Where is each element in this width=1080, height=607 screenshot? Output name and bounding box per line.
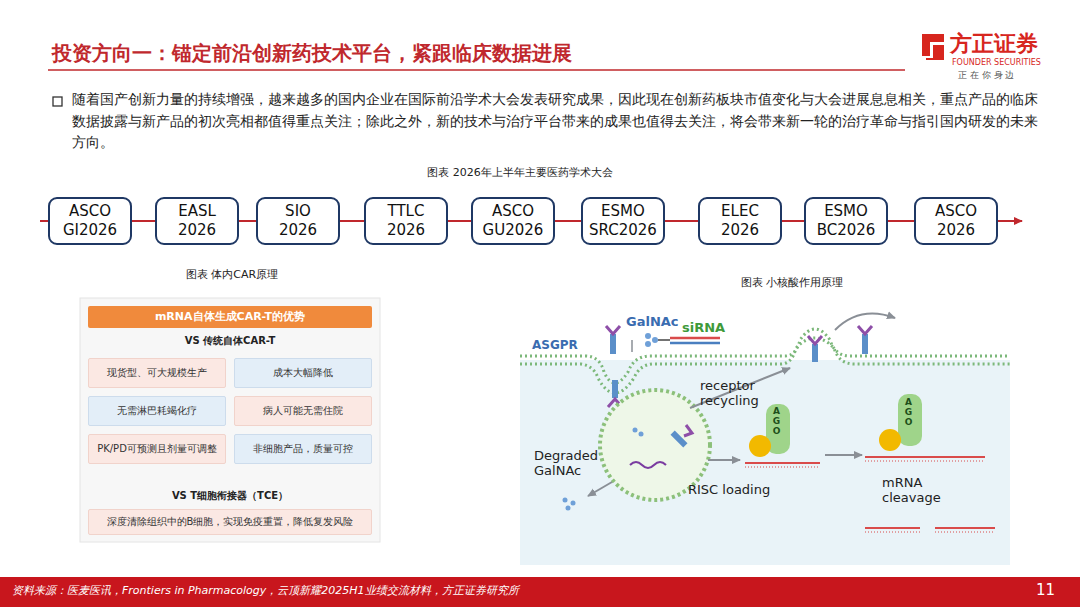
receptor-label: ASGPR xyxy=(532,338,578,354)
section-heading: VS T细胞衔接器（TCE） xyxy=(172,489,288,502)
advantage-cell: PK/PD可预测且剂量可调整 xyxy=(88,434,226,464)
conference-box: ASCO GU2026 xyxy=(471,197,555,245)
advantage-cell: 病人可能无需住院 xyxy=(234,396,372,426)
advantage-cell: 现货型、可大规模生产 xyxy=(88,358,226,388)
node-text: 现货型、可大规模生产 xyxy=(107,367,207,380)
source-note: 资料来源：医麦医讯，Frontiers in Pharmacology，云顶新耀… xyxy=(12,584,519,598)
conference-box: ESMO SRC2026 xyxy=(581,197,665,245)
logo-text: 方正证券 xyxy=(950,30,1038,59)
node-text: ESMO SRC2026 xyxy=(589,202,657,241)
timeline-arrow xyxy=(998,220,1022,222)
molecule-label: siRNA xyxy=(682,320,725,337)
node-text: ESMO BC2026 xyxy=(817,202,876,241)
advantage-cell: 深度清除组织中的B细胞，实现免疫重置，降低复发风险 xyxy=(88,509,372,535)
timeline-connector xyxy=(132,220,155,222)
process-label: RISC loading xyxy=(688,482,770,499)
figure-panel xyxy=(80,298,380,542)
node-text: TTLC 2026 xyxy=(387,202,425,241)
advantage-cell: 非细胞产品，质量可控 xyxy=(234,434,372,464)
node-text: mRNA自体生成CAR-T的优势 xyxy=(155,310,305,324)
page-title: 投资方向一：锚定前沿创新药技术平台，紧跟临床数据进展 xyxy=(52,40,572,66)
timeline-connector xyxy=(665,220,698,222)
process-label: Degraded GalNAc xyxy=(534,449,614,479)
conference-box: ESMO BC2026 xyxy=(804,197,888,245)
node-text: ASCO 2026 xyxy=(935,202,977,241)
molecule-label: GalNAc xyxy=(626,314,679,331)
sirna-illustration xyxy=(520,314,1010,565)
process-label: mRNA cleavage xyxy=(882,476,962,506)
node-text: ASCO GU2026 xyxy=(483,202,544,241)
timeline-connector xyxy=(888,220,914,222)
page-number: 11 xyxy=(1036,581,1055,601)
logo-subtitle: FOUNDER SECURITIES xyxy=(952,58,1041,68)
bullet-square xyxy=(53,97,62,106)
node-text: PK/PD可预测且剂量可调整 xyxy=(97,443,217,456)
conference-box: SIO 2026 xyxy=(256,197,340,245)
node-text: ASCO GI2026 xyxy=(63,202,117,241)
header-bar: mRNA自体生成CAR-T的优势 xyxy=(88,306,372,328)
section-heading: VS 传统自体CAR-T xyxy=(185,334,276,347)
timeline-connector xyxy=(448,220,471,222)
advantage-cell: 成本大幅降低 xyxy=(234,358,372,388)
timeline-line xyxy=(40,220,48,222)
protein-label: AGO xyxy=(904,398,913,428)
figure-caption: 图表 2026年上半年主要医药学术大会 xyxy=(427,166,613,180)
node-text: 病人可能无需住院 xyxy=(263,405,343,418)
node-text: ELEC 2026 xyxy=(721,202,759,241)
advantage-cell: 无需淋巴耗竭化疗 xyxy=(88,396,226,426)
process-label: receptor recycling xyxy=(700,379,782,409)
conference-box: EASL 2026 xyxy=(155,197,239,245)
timeline-connector xyxy=(239,220,256,222)
timeline-connector xyxy=(555,220,581,222)
footer-band xyxy=(0,577,1080,607)
figure-caption: 图表 体内CAR原理 xyxy=(186,268,278,282)
logo-slogan: 正 在 你 身 边 xyxy=(958,70,1014,82)
node-text: 非细胞产品，质量可控 xyxy=(253,443,353,456)
node-text: EASL 2026 xyxy=(178,202,216,241)
logo-icon xyxy=(922,34,944,60)
conference-box: ASCO GI2026 xyxy=(48,197,132,245)
conference-box: ELEC 2026 xyxy=(698,197,782,245)
title-rule xyxy=(48,69,905,71)
timeline-connector xyxy=(782,220,804,222)
protein-label: AGO xyxy=(772,407,781,437)
conference-box: TTLC 2026 xyxy=(364,197,448,245)
node-text: 无需淋巴耗竭化疗 xyxy=(117,405,197,418)
node-text: SIO 2026 xyxy=(279,202,317,241)
timeline-connector xyxy=(340,220,364,222)
conference-box: ASCO 2026 xyxy=(914,197,998,245)
bullet-paragraph: 随着国产创新力量的持续增强，越来越多的国内企业在国际前沿学术大会发表研究成果，因… xyxy=(72,89,1047,154)
node-text: 成本大幅降低 xyxy=(273,367,333,380)
figure-caption: 图表 小核酸作用原理 xyxy=(741,276,844,290)
node-text: 深度清除组织中的B细胞，实现免疫重置，降低复发风险 xyxy=(107,516,354,529)
